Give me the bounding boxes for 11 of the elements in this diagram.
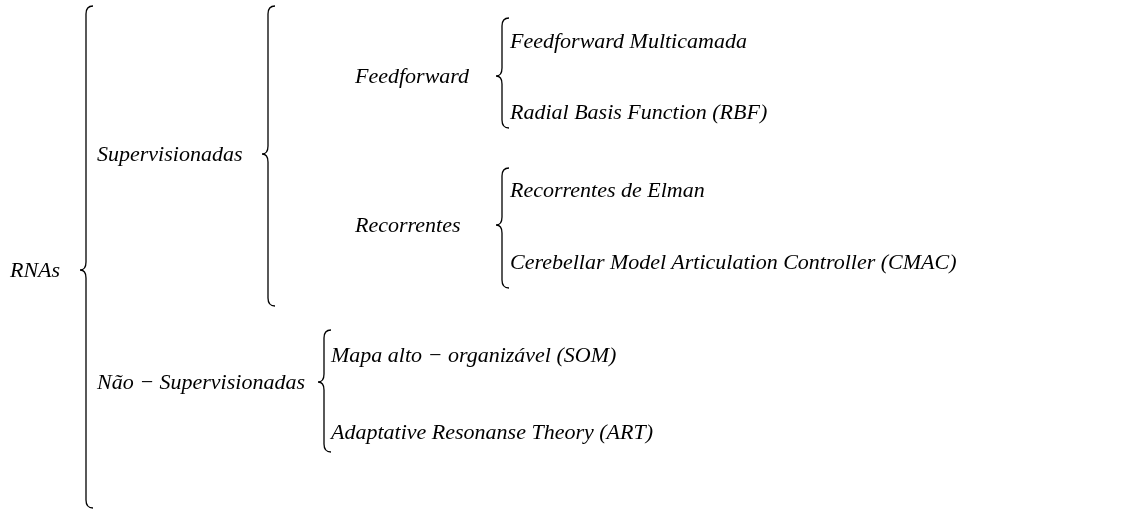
- tree-label: Cerebellar Model Articulation Controller (CMAC): [510, 249, 957, 275]
- tree-label: Mapa alto − organizável (SOM): [331, 342, 617, 368]
- tree-label: Radial Basis Function (RBF): [510, 99, 768, 125]
- tree-label: Não − Supervisionadas: [97, 369, 305, 395]
- tree-label: Feedforward Multicamada: [510, 28, 747, 54]
- tree-label: Adaptative Resonanse Theory (ART): [331, 419, 653, 445]
- tree-label: Recorrentes de Elman: [510, 177, 705, 203]
- tree-label: Recorrentes: [355, 212, 461, 238]
- tree-label: Supervisionadas: [97, 141, 243, 167]
- tree-label: Feedforward: [355, 63, 470, 89]
- tree-label: RNAs: [10, 257, 61, 283]
